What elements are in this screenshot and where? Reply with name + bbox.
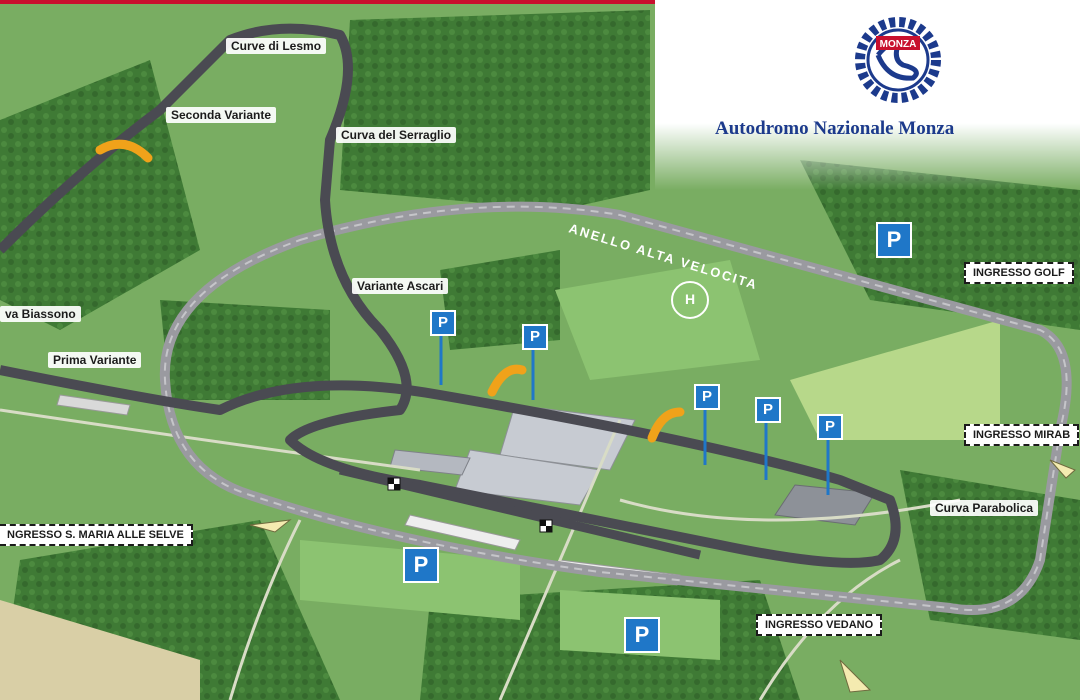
entry-arrows — [249, 459, 1076, 693]
parking-sign: P — [876, 222, 912, 258]
label-curva-del-serraglio: Curva del Serraglio — [336, 127, 457, 143]
brand-name: Autodromo Nazionale Monza — [715, 118, 955, 139]
label-curve-di-lesmo: Curve di Lesmo — [226, 38, 327, 54]
parking-poles — [439, 330, 830, 495]
entrance-mirabello: INGRESSO MIRAB — [964, 424, 1080, 446]
entrance-vedano: INGRESSO VEDANO — [756, 614, 883, 636]
forest-areas — [0, 10, 1080, 700]
label-prima-variante: Prima Variante — [48, 352, 142, 368]
entrance-golf: INGRESSO GOLF — [964, 262, 1074, 284]
top-accent-bar — [0, 0, 1080, 4]
parking-sign: P — [817, 414, 843, 440]
helipad-ring — [671, 281, 709, 319]
parking-sign: P — [694, 384, 720, 410]
finish-line-markers — [387, 477, 553, 533]
parking-sign: P — [755, 397, 781, 423]
entrance-santa-maria: NGRESSO S. MARIA ALLE SELVE — [0, 524, 193, 546]
logo-panel — [655, 0, 1080, 190]
label-variante-ascari: Variante Ascari — [352, 278, 449, 294]
parking-sign: P — [522, 324, 548, 350]
helipad-marker: H — [684, 291, 696, 307]
field-east — [790, 320, 1000, 440]
label-curva-biassono: va Biassono — [0, 306, 81, 322]
parking-sign: P — [430, 310, 456, 336]
parking-sign: P — [624, 617, 660, 653]
parking-sign: P — [403, 547, 439, 583]
label-curva-parabolica: Curva Parabolica — [930, 500, 1039, 516]
bridges — [95, 139, 685, 443]
helipad-field — [555, 260, 760, 380]
town-area — [0, 600, 200, 700]
label-seconda-variante: Seconda Variante — [166, 107, 277, 123]
